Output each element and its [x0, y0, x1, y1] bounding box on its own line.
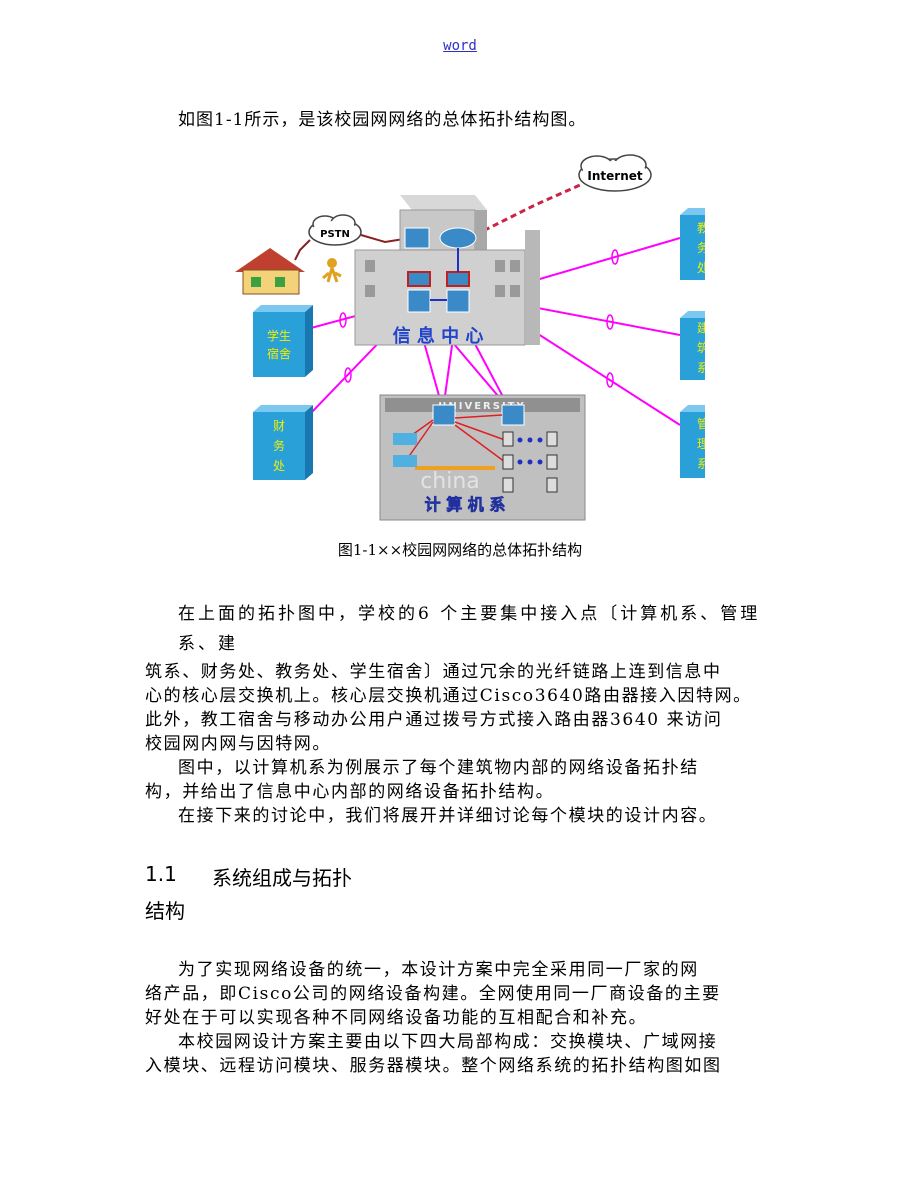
internet-cloud: Internet	[578, 154, 652, 192]
finance-building: 财 务 处	[253, 405, 313, 480]
architecture-label-2: 筑	[697, 340, 705, 355]
fiber-markers	[339, 249, 619, 388]
intro-paragraph: 如图1-1所示，是该校园网网络的总体拓扑结构图。	[178, 110, 587, 130]
paragraph-line: 筑系、财务处、教务处、学生宿舍〕通过冗余的光纤链路上连到信息中	[145, 662, 722, 682]
paragraph-line: 络产品，即Cisco公司的网络设备构建。全网使用同一厂商设备的主要	[145, 984, 721, 1004]
section-title-line1: 系统组成与拓扑	[212, 866, 352, 890]
paragraph1-line-b: 系、建	[178, 634, 238, 654]
core-devices	[404, 227, 477, 313]
computer-dept-building: UNIVERSITY 计 算 机 系 china	[379, 394, 586, 521]
section-title-line2: 结构	[145, 899, 185, 923]
paragraph-line: 为了实现网络设备的统一，本设计方案中完全采用同一厂家的网	[178, 960, 699, 980]
wan-link	[474, 183, 581, 237]
paragraph-line: 本校园网设计方案主要由以下四大局部构成：交换模块、广域网接	[178, 1032, 718, 1052]
paragraph-line: 构，并给出了信息中心内部的网络设备拓扑结构。	[145, 782, 555, 802]
architecture-label-1: 建	[697, 321, 705, 335]
watermark-text: china	[420, 469, 480, 494]
paragraph2-body: 为了实现网络设备的统一，本设计方案中完全采用同一厂家的网 络产品，即Cisco公…	[145, 958, 785, 1078]
finance-label-3: 处	[273, 459, 285, 473]
paragraph-line: 此外，教工宿舍与移动办公用户通过拨号方式接入路由器3640 来访问	[145, 710, 723, 730]
header-word-link[interactable]: word	[443, 38, 477, 54]
management-label-2: 理	[697, 437, 705, 451]
management-label-3: 系	[697, 457, 705, 471]
figure-caption: 图1-1××校园网网络的总体拓扑结构	[337, 541, 583, 559]
mobile-user-icon	[322, 258, 342, 283]
university-label: UNIVERSITY	[438, 401, 525, 412]
home-icon	[235, 248, 305, 295]
student-dorm-building: 学生 宿舍	[253, 305, 313, 377]
paragraph1-body: 筑系、财务处、教务处、学生宿舍〕通过冗余的光纤链路上连到信息中 心的核心层交换机…	[145, 660, 785, 828]
student-dorm-label-2: 宿舍	[267, 346, 291, 361]
paragraph-line: 在接下来的讨论中，我们将展开并详细讨论每个模块的设计内容。	[178, 806, 718, 826]
paragraph-line: 校园网内网与因特网。	[145, 734, 331, 754]
management-building: 管 理 系	[680, 405, 705, 478]
finance-label-1: 财	[273, 419, 285, 433]
paragraph-line: 好处在于可以实现各种不同网络设备功能的互相配合和补充。	[145, 1008, 648, 1028]
pstn-cloud: PSTN	[308, 214, 362, 246]
student-dorm-label-1: 学生	[267, 328, 291, 343]
paragraph-line: 心的核心层交换机上。核心层交换机通过Cisco3640路由器接入因特网。	[145, 686, 752, 706]
architecture-building: 建 筑 系	[680, 311, 705, 380]
network-topology-figure: Internet PSTN 信 息 中 心	[235, 154, 705, 521]
computer-dept-label: 计 算 机 系	[425, 495, 506, 514]
section-number: 1.1	[145, 862, 177, 886]
finance-label-2: 务	[273, 438, 285, 453]
architecture-label-3: 系	[697, 361, 705, 375]
info-center-label: 信 息 中 心	[393, 325, 484, 347]
pstn-label: PSTN	[320, 229, 350, 240]
academic-label-2: 务	[697, 240, 705, 255]
paragraph-line: 入模块、远程访问模块、服务器模块。整个网络系统的拓扑结构图如图	[145, 1056, 722, 1076]
academic-label-3: 处	[697, 261, 705, 275]
academic-label-1: 教	[697, 220, 705, 235]
paragraph1-line-a: 在上面的拓扑图中，学校的6 个主要集中接入点〔计算机系、管理	[178, 604, 761, 624]
internet-label: Internet	[587, 169, 642, 183]
management-label-1: 管	[697, 416, 705, 431]
academic-affairs-building: 教 务 处	[680, 208, 705, 280]
paragraph-line: 图中，以计算机系为例展示了每个建筑物内部的网络设备拓扑结	[178, 758, 699, 778]
